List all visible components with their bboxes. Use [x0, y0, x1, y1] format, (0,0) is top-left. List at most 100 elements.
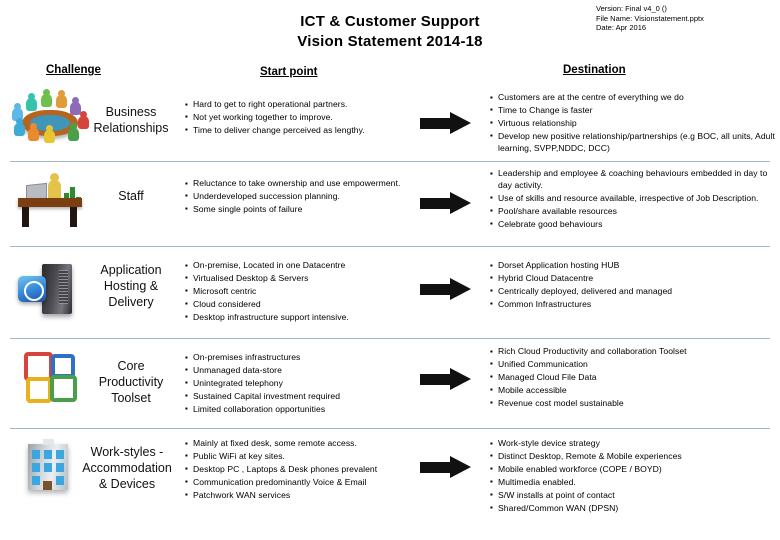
meta-version: Version: Final v4_0 () — [596, 4, 667, 13]
row-label-line: Accommodation — [82, 461, 172, 475]
start-point-list: Mainly at fixed desk, some remote access… — [185, 438, 420, 503]
list-item: Work-style device strategy — [490, 438, 778, 450]
row-label-line: Staff — [118, 189, 144, 203]
row-divider — [10, 338, 770, 339]
row-label: Work-styles - Accommodation & Devices — [52, 444, 202, 492]
list-item: Time to Change is faster — [490, 105, 778, 117]
table-row: Work-styles - Accommodation & Devices Ma… — [0, 432, 780, 532]
destination-list: Customers are at the centre of everythin… — [490, 92, 778, 156]
list-item: Shared/Common WAN (DPSN) — [490, 502, 778, 515]
list-item: Mainly at fixed desk, some remote access… — [185, 438, 420, 450]
row-label-line: Toolset — [111, 391, 151, 405]
row-divider — [10, 161, 770, 162]
row-label-line: Core — [117, 359, 145, 373]
table-row: Core Productivity Toolset On-premises in… — [0, 342, 780, 428]
list-item: Virtuous relationship — [490, 117, 778, 130]
list-item: Desktop infrastructure support intensive… — [185, 311, 420, 324]
list-item: Unified Communication — [490, 359, 778, 371]
list-item: Celebrate good behaviours — [490, 218, 778, 231]
row-label-line: Business — [105, 105, 157, 119]
row-label-line: Hosting & — [103, 279, 159, 293]
list-item: Communication predominantly Voice & Emai… — [185, 476, 420, 489]
start-point-list: Hard to get to right operational partner… — [185, 99, 420, 138]
row-label-line: & Devices — [98, 477, 156, 491]
list-item: Common Infrastructures — [490, 298, 778, 311]
start-point-list: Reluctance to take ownership and use emp… — [185, 178, 420, 217]
list-item: Managed Cloud File Data — [490, 371, 778, 384]
list-item: Sustained Capital investment required — [185, 390, 420, 403]
meta-date: Date: Apr 2016 — [596, 23, 647, 32]
office-suite-logo-icon — [8, 344, 94, 406]
list-item: Leadership and employee & coaching behav… — [490, 167, 778, 191]
page-title-line2: Vision Statement 2014-18 — [297, 33, 483, 50]
list-item: Dorset Application hosting HUB — [490, 260, 778, 272]
start-point-list: On-premise, Located in one Datacentre Vi… — [185, 260, 420, 325]
list-item: Unmanaged data-store — [185, 365, 420, 377]
table-row: Staff Reluctance to take ownership and u… — [0, 166, 780, 250]
page-title-line1: ICT & Customer Support — [300, 13, 480, 30]
list-item: Use of skills and resource available, ir… — [490, 192, 778, 205]
list-item: Centrically deployed, delivered and mana… — [490, 285, 778, 298]
list-item: Limited collaboration opportunities — [185, 403, 420, 416]
arrow-right-icon — [420, 456, 472, 478]
destination-list: Dorset Application hosting HUB Hybrid Cl… — [490, 260, 778, 312]
table-row: Business Relationships Hard to get to ri… — [0, 88, 780, 168]
list-item: Underdeveloped succession planning. — [185, 191, 420, 203]
destination-list: Work-style device strategy Distinct Desk… — [490, 438, 778, 516]
list-item: S/W installs at point of contact — [490, 489, 778, 502]
list-item: Desktop PC , Laptops & Desk phones preva… — [185, 463, 420, 476]
row-divider — [10, 246, 770, 247]
arrow-right-icon — [420, 368, 472, 390]
list-item: Cloud considered — [185, 298, 420, 311]
list-item: Some single points of failure — [185, 203, 420, 216]
arrow-right-icon — [420, 192, 472, 214]
list-item: Unintegrated telephony — [185, 377, 420, 390]
list-item: Public WiFi at key sites. — [185, 451, 420, 463]
desk-worker-icon — [8, 168, 94, 230]
list-item: Reluctance to take ownership and use emp… — [185, 178, 420, 190]
row-label: Staff — [66, 188, 196, 204]
row-divider — [10, 428, 770, 429]
list-item: Customers are at the centre of everythin… — [490, 92, 778, 104]
list-item: Not yet working together to improve. — [185, 112, 420, 124]
row-label-line: Work-styles - — [90, 445, 164, 459]
column-header-destination: Destination — [563, 64, 626, 76]
list-item: Develop new positive relationship/partne… — [490, 130, 778, 154]
list-item: Mobile accessible — [490, 384, 778, 397]
list-item: Hard to get to right operational partner… — [185, 99, 420, 111]
server-application-icon — [8, 256, 94, 318]
start-point-list: On-premises infrastructures Unmanaged da… — [185, 352, 420, 417]
row-label-line: Delivery — [108, 295, 154, 309]
column-header-challenge: Challenge — [46, 64, 101, 76]
list-item: Revenue cost model sustainable — [490, 397, 778, 410]
list-item: Pool/share available resources — [490, 205, 778, 218]
list-item: Multimedia enabled. — [490, 476, 778, 489]
row-label-line: Application — [100, 263, 162, 277]
arrow-right-icon — [420, 278, 472, 300]
row-label-line: Productivity — [98, 375, 164, 389]
page-title: ICT & Customer Support Vision Statement … — [0, 12, 780, 52]
list-item: On-premises infrastructures — [185, 352, 420, 364]
row-label-line: Relationships — [93, 121, 169, 135]
document-meta: Version: Final v4_0 () File Name: Vision… — [596, 4, 776, 33]
meta-file-name: File Name: Visionstatement.pptx — [596, 13, 704, 23]
list-item: Hybrid Cloud Datacentre — [490, 273, 778, 285]
list-item: Mobile enabled workforce (COPE / BOYD) — [490, 463, 778, 476]
row-label: Business Relationships — [66, 104, 196, 136]
destination-list: Rich Cloud Productivity and collaboratio… — [490, 346, 778, 411]
column-header-start-point: Start point — [260, 66, 318, 78]
list-item: Distinct Desktop, Remote & Mobile experi… — [490, 451, 778, 463]
table-row: Application Hosting & Delivery On-premis… — [0, 252, 780, 338]
list-item: Time to deliver change perceived as leng… — [185, 124, 420, 137]
list-item: Virtualised Desktop & Servers — [185, 273, 420, 285]
list-item: On-premise, Located in one Datacentre — [185, 260, 420, 272]
row-label: Core Productivity Toolset — [66, 358, 196, 406]
office-building-icon — [8, 434, 94, 496]
arrow-right-icon — [420, 112, 472, 134]
list-item: Microsoft centric — [185, 285, 420, 298]
row-label: Application Hosting & Delivery — [66, 262, 196, 310]
list-item: Patchwork WAN services — [185, 489, 420, 502]
meeting-roundtable-icon — [8, 89, 94, 152]
destination-list: Leadership and employee & coaching behav… — [490, 167, 778, 232]
